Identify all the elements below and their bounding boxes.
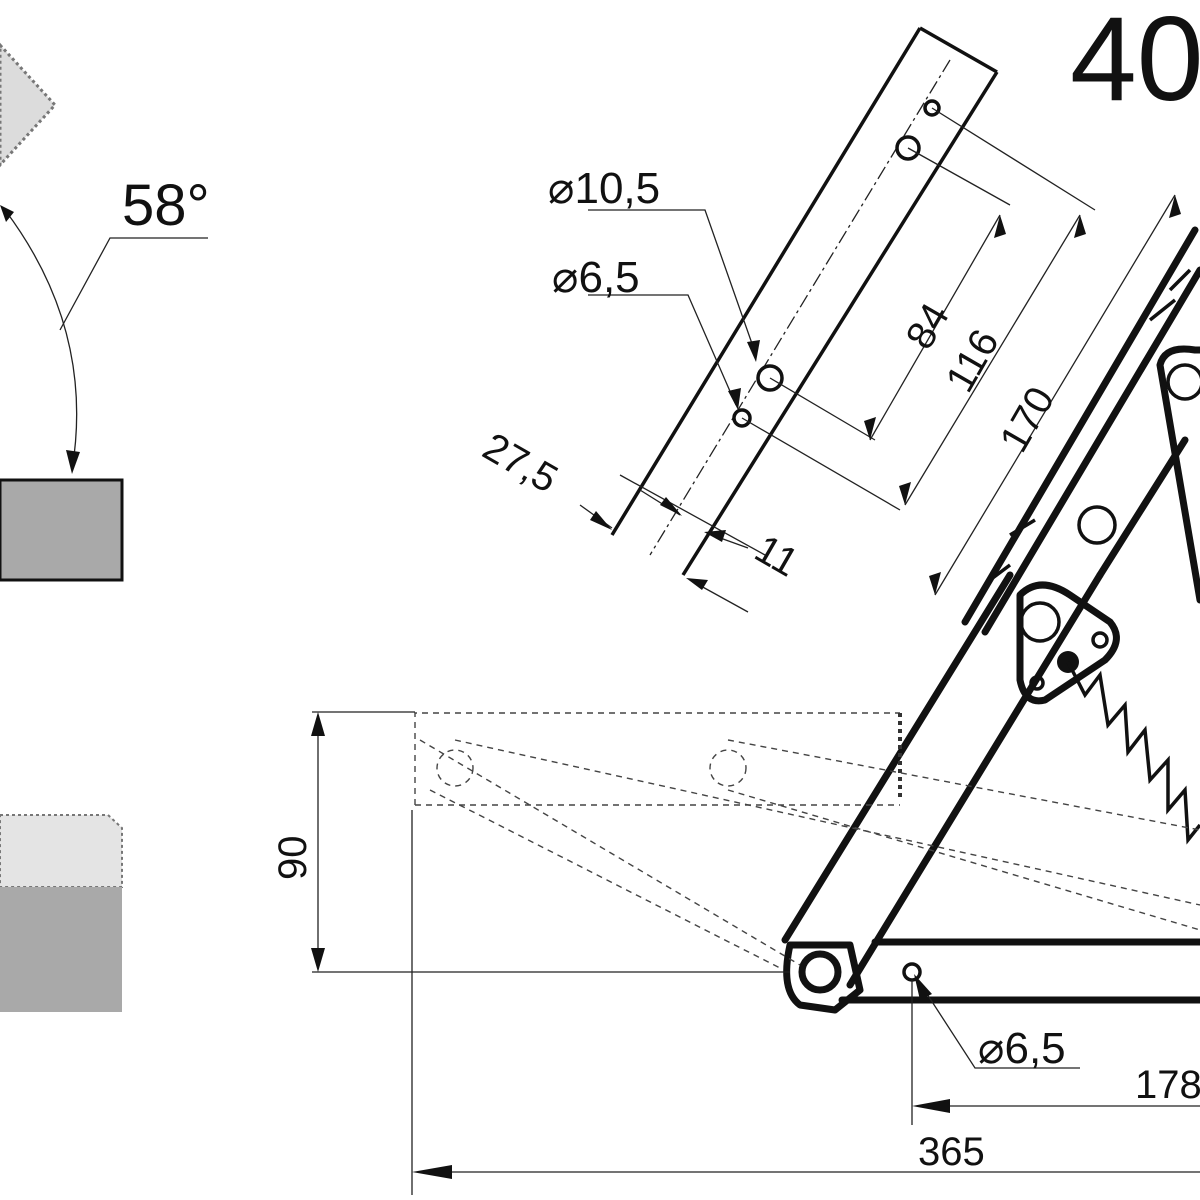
- angle-arrow-bottom: [66, 450, 80, 474]
- dim-90: 90: [271, 836, 315, 881]
- dim-dia-6-5-top: ⌀6,5: [552, 253, 640, 302]
- hole-6-5-top: [923, 99, 941, 117]
- dim-11: 11: [748, 527, 806, 586]
- dim-dia-6-5-bottom: ⌀6,5: [978, 1024, 1066, 1073]
- dim-84: 84: [898, 296, 958, 357]
- lower-panel-light: [0, 814, 123, 888]
- lower-panel-dark: [0, 887, 122, 1012]
- tilted-panel: [0, 42, 58, 168]
- angle-arrow-top: [0, 205, 14, 222]
- base-bar: [783, 938, 1200, 1014]
- bracket-plate: [1016, 581, 1120, 705]
- spring: [1066, 661, 1200, 845]
- angle-arc: [4, 209, 78, 471]
- hole-10-5-top: [895, 135, 921, 161]
- folded-position: [414, 712, 1200, 969]
- mid-hole: [1077, 505, 1117, 545]
- upper-panel: [0, 478, 124, 582]
- detail-bar: [610, 26, 999, 576]
- right-link: [1156, 345, 1200, 604]
- hole-10-5: [756, 364, 784, 392]
- link-hole: [1166, 363, 1200, 401]
- dim-dia-10-5: ⌀10,5: [548, 164, 660, 213]
- upper-rail: [961, 226, 1200, 636]
- dim-178: 178: [1135, 1063, 1200, 1107]
- pivot-hole: [798, 950, 842, 994]
- angle-label: 58°: [122, 173, 210, 238]
- dim-27-5: 27,5: [476, 425, 565, 502]
- main-arm: [781, 436, 1189, 989]
- dim-365: 365: [918, 1130, 985, 1174]
- base-hole: [902, 962, 922, 982]
- model-number: 40: [1070, 0, 1200, 126]
- dim-170: 170: [992, 380, 1063, 460]
- hole-6-5: [732, 408, 752, 428]
- angle-leader: [59, 237, 208, 331]
